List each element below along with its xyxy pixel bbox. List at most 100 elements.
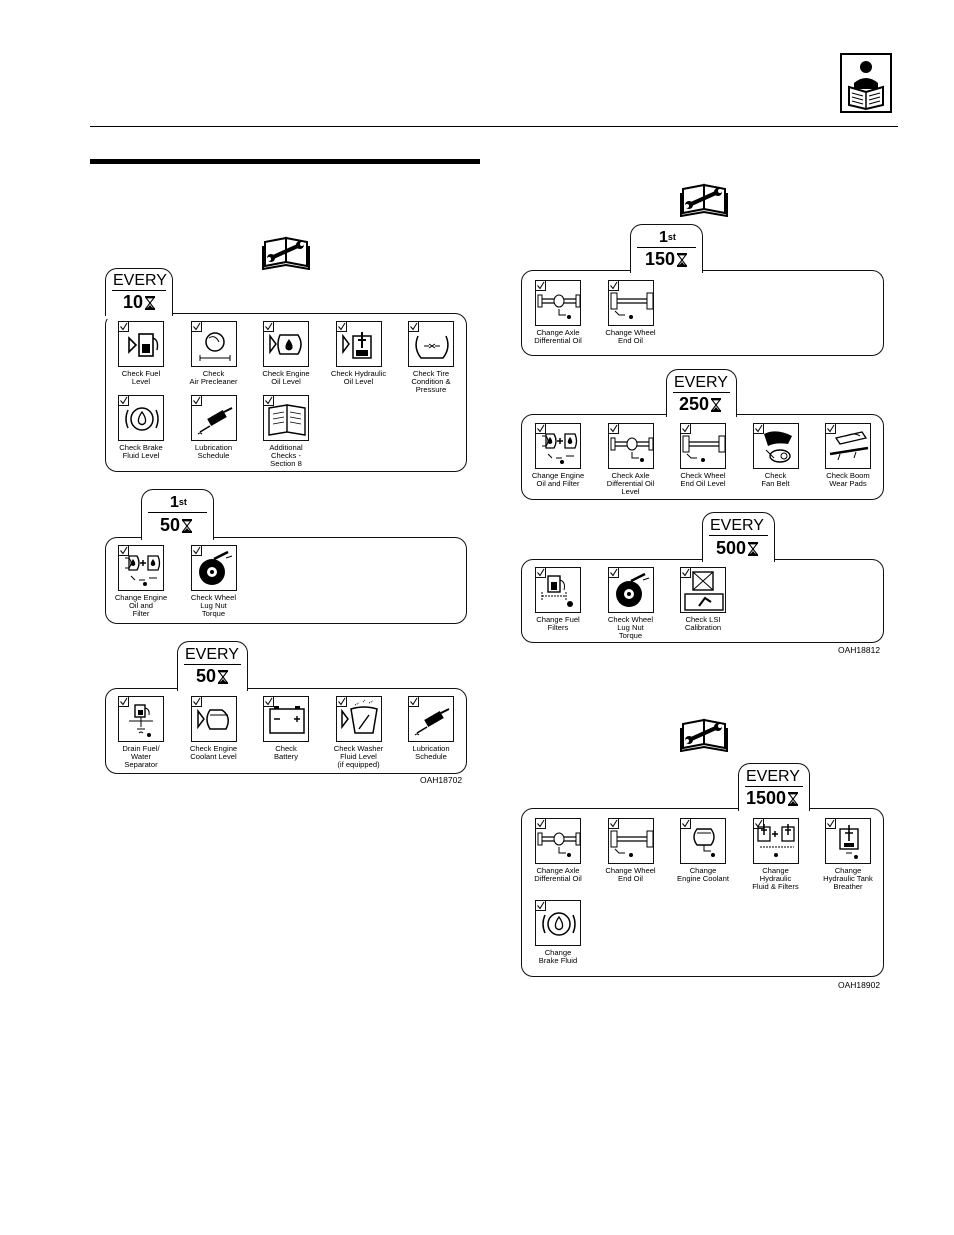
wheel-torque-icon [607, 567, 654, 613]
service-item: Check Brake Fluid Level [105, 395, 177, 460]
service-item-label: Check Axle Differential Oil Level [606, 471, 655, 497]
wheel-torque-icon [190, 545, 237, 591]
axle-differential-icon [607, 423, 654, 469]
fan-belt-icon [752, 423, 799, 469]
tab-hours: 50 [196, 666, 217, 686]
service-item-label: Drain Fuel/ Water Separator [122, 744, 160, 770]
service-item-label: Check Wheel Lug Nut Torque [607, 615, 654, 641]
first-50-tab: 1st 50 [141, 489, 214, 543]
service-item-label: Lubrication Schedule [194, 443, 233, 461]
tab-hours: 250 [679, 394, 710, 414]
tab-ordinal-suffix: st [178, 497, 187, 507]
service-item: Check LSI Calibration [667, 567, 739, 632]
hourglass-icon [677, 253, 688, 268]
manual-wrench-icon [680, 183, 728, 217]
service-item-label: Check Fuel Level [121, 369, 161, 387]
service-item-label: Change Hydraulic Fluid & Filters [752, 866, 799, 892]
every-10-tab: EVERY 10 [105, 268, 173, 319]
header-rule [90, 126, 898, 127]
fuel-filter-icon [535, 567, 581, 613]
operator-manual-header-icon [840, 53, 892, 113]
tab-label: EVERY [113, 272, 167, 289]
service-item-label: Change Axle Differential Oil [534, 866, 582, 884]
hourglass-icon [711, 398, 722, 413]
service-item: Change Axle Differential Oil [522, 280, 594, 345]
service-item: Check Battery [250, 696, 322, 761]
service-item: Check Fan Belt [740, 423, 812, 488]
axle-differential-icon [535, 818, 581, 864]
hydraulic-oil-icon [335, 321, 382, 367]
first-50-panel [105, 537, 467, 624]
service-item: Change Wheel End Oil [595, 818, 667, 883]
service-item: Check Engine Coolant Level [178, 696, 250, 761]
tab-ordinal-suffix: st [667, 232, 676, 242]
service-item: Check Tire Condition & Pressure [395, 321, 467, 395]
service-item-label: Change Engine Oil and Filter [531, 471, 585, 489]
figure-code: OAH18702 [420, 775, 463, 785]
fuel-level-icon [118, 321, 164, 367]
service-item-label: Check Wheel End Oil Level [680, 471, 726, 489]
service-item-label: Check Fan Belt [761, 471, 790, 489]
service-item-label: Change Wheel End Oil [605, 866, 656, 884]
service-item: Change Brake Fluid [522, 900, 594, 965]
service-item-label: Check Battery [273, 744, 299, 762]
service-item: Check Wheel Lug Nut Torque [595, 567, 667, 641]
service-item: Check Air Precleaner [178, 321, 250, 386]
service-item-label: Check Engine Coolant Level [189, 744, 238, 762]
service-item: Check Washer Fluid Level (if equipped) [323, 696, 395, 770]
fuel-water-separator-icon [118, 696, 164, 742]
service-item: Check Hydraulic Oil Level [323, 321, 395, 386]
service-item-label: Check Tire Condition & Pressure [411, 369, 451, 395]
wheel-end-icon [607, 818, 654, 864]
service-item-label: Check Washer Fluid Level (if equipped) [333, 744, 384, 770]
hourglass-icon [788, 792, 799, 807]
first-150-tab: 1st 150 [630, 224, 703, 276]
tab-ordinal: 1 [170, 494, 179, 511]
first-150-panel [521, 270, 884, 356]
engine-oil-filter-icon [118, 545, 164, 591]
manual-wrench-icon [680, 718, 728, 752]
every-50-tab: EVERY 50 [177, 641, 248, 694]
service-item: Lubrication Schedule [395, 696, 467, 761]
service-item-label: Lubrication Schedule [412, 744, 450, 762]
service-item: Check Boom Wear Pads [812, 423, 884, 488]
grease-gun-icon [190, 395, 237, 441]
service-item: Change Engine Coolant [667, 818, 739, 883]
washer-fluid-icon [335, 696, 382, 742]
brake-fluid-icon [535, 900, 581, 946]
every-1500-tab: EVERY 1500 [738, 763, 810, 814]
hydraulic-filter-icon [752, 818, 799, 864]
service-item: Check Wheel Lug Nut Torque [178, 545, 250, 619]
service-item: Change Wheel End Oil [595, 280, 667, 345]
figure-code: OAH18902 [838, 980, 881, 990]
hourglass-icon [748, 542, 759, 557]
service-item-label: Additional Checks - Section 8 [269, 443, 303, 469]
service-item-label: Check Hydraulic Oil Level [330, 369, 387, 387]
service-item: Change Engine Oil and Filter [105, 545, 177, 619]
lsi-calibration-icon [680, 567, 726, 613]
service-item: Change Hydraulic Fluid & Filters [740, 818, 812, 892]
service-item-label: Check Brake Fluid Level [119, 443, 163, 461]
wheel-end-icon [607, 280, 654, 326]
tab-label: EVERY [710, 517, 764, 534]
service-item: Check Engine Oil Level [250, 321, 322, 386]
grease-gun-icon [408, 696, 454, 742]
service-item-label: Change Axle Differential Oil [534, 328, 582, 346]
tab-label: EVERY [674, 374, 728, 391]
service-item-label: Check LSI Calibration [684, 615, 722, 633]
service-item-label: Change Brake Fluid [538, 948, 578, 966]
service-item: Additional Checks - Section 8 [250, 395, 322, 469]
coolant-change-icon [680, 818, 726, 864]
tab-label: EVERY [185, 646, 239, 663]
service-item: Lubrication Schedule [178, 395, 250, 460]
service-item: Check Fuel Level [105, 321, 177, 386]
service-item: Change Hydraulic Tank Breather [812, 818, 884, 892]
service-item-label: Change Engine Oil and Filter [114, 593, 168, 619]
manual-wrench-icon [262, 236, 310, 270]
service-item: Change Engine Oil and Filter [522, 423, 594, 488]
tab-hours: 500 [716, 538, 747, 558]
engine-oil-icon [263, 321, 309, 367]
service-item-label: Check Wheel Lug Nut Torque [190, 593, 237, 619]
tire-pressure-icon [408, 321, 454, 367]
axle-differential-icon [535, 280, 581, 326]
